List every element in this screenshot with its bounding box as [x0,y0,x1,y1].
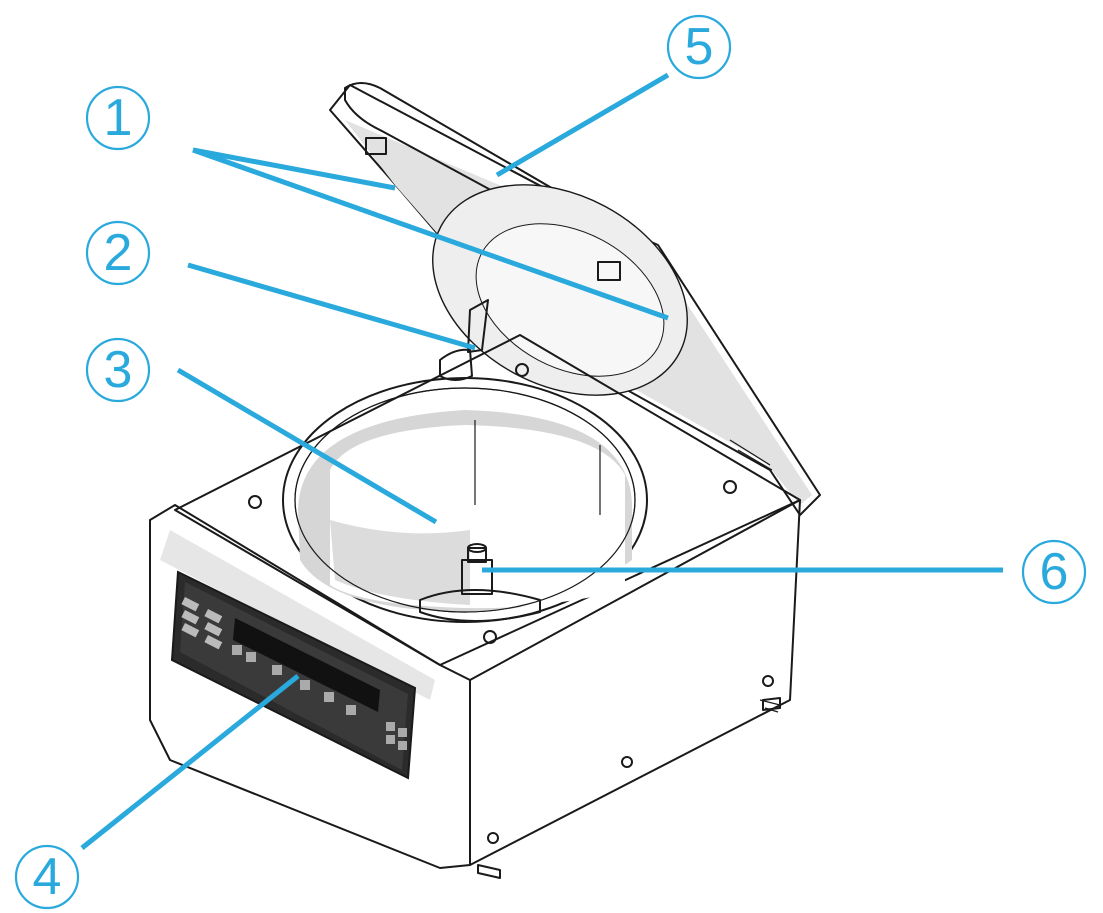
callout-4-label: 4 [33,848,62,906]
callout-line-4 [80,674,300,850]
screw [483,630,497,644]
drive-shaft [419,543,541,622]
lid-latch-left [365,137,387,155]
lid [329,82,821,516]
callout-5-label: 5 [685,18,714,76]
foot [477,864,501,879]
screw [487,832,499,844]
callout-6: 6 [1021,539,1087,605]
callout-line-2 [187,262,476,351]
callout-2-label: 2 [104,224,133,282]
callout-3: 3 [85,337,151,403]
callout-5: 5 [666,14,732,80]
screw [621,756,633,768]
callout-lines [80,72,1003,850]
screw [248,495,262,509]
screw [762,675,774,687]
callout-6-label: 6 [1040,543,1069,601]
callout-line-3 [176,367,438,525]
front-body [149,499,801,869]
foot [762,697,781,711]
callout-4: 4 [14,844,80,910]
callout-line-5 [495,72,670,178]
front-bezel-shade [160,530,435,700]
callout-line-1b [192,147,669,321]
callout-1: 1 [85,85,151,151]
callout-3-label: 3 [104,341,133,399]
callout-2: 2 [85,220,151,286]
rotor-chamber [282,377,648,623]
lid-latch-right [597,261,621,281]
callout-line-1a [192,147,396,191]
screw [515,363,529,377]
callout-1-label: 1 [104,89,133,147]
screw [723,480,737,494]
